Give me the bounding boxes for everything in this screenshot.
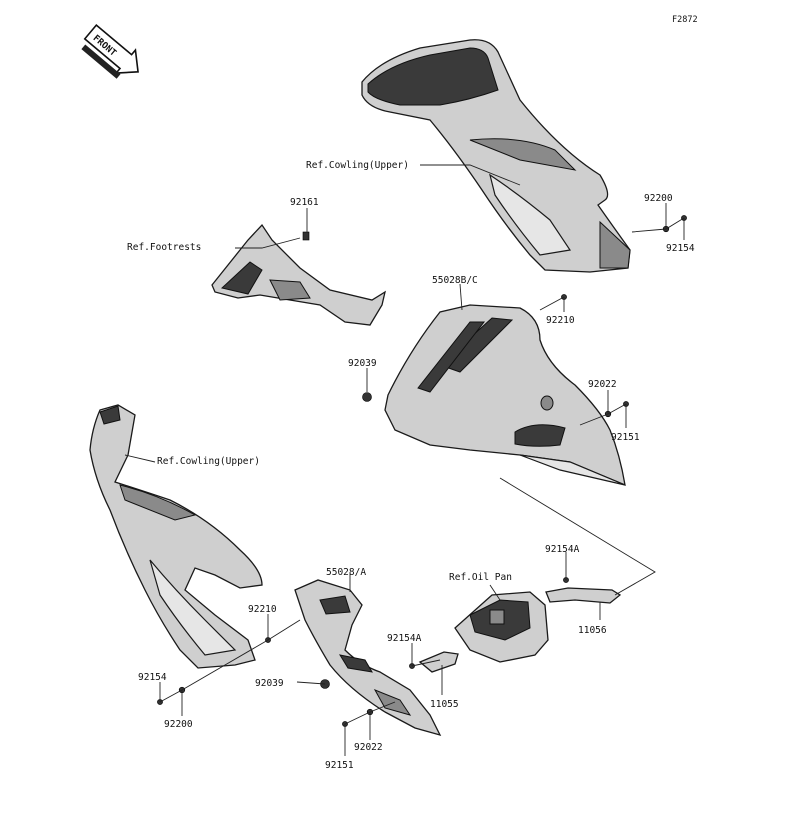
- label-92200-lower: 92200: [164, 719, 193, 730]
- label-92210-upper: 92210: [546, 315, 575, 326]
- lower-cowling-inner: [294, 579, 442, 737]
- oil-pan: [454, 591, 549, 663]
- leader-lines: [124, 164, 685, 756]
- front-arrow-icon: FRONT: [81, 23, 139, 79]
- label-55028a: 55028/A: [326, 567, 366, 578]
- label-ref-footrests: Ref.Footrests: [127, 242, 201, 253]
- label-11055: 11055: [430, 699, 459, 710]
- upper-cowling-right: [361, 39, 631, 273]
- label-11056: 11056: [578, 625, 607, 636]
- label-92154-lower: 92154: [138, 672, 167, 683]
- label-92161: 92161: [290, 197, 319, 208]
- footrest-bracket: [211, 223, 386, 326]
- label-55028bc: 55028B/C: [432, 275, 478, 286]
- label-92039-lower: 92039: [255, 678, 284, 689]
- label-92151-upper: 92151: [611, 432, 640, 443]
- bracket-11056: [545, 587, 622, 604]
- clip-92161: [302, 231, 310, 241]
- fasteners: [157, 215, 687, 727]
- label-ref-oil-pan: Ref.Oil Pan: [449, 572, 512, 583]
- label-92154a-upper: 92154A: [545, 544, 580, 555]
- label-92154a-lower: 92154A: [387, 633, 422, 644]
- label-92022-upper: 92022: [588, 379, 617, 390]
- label-92200-upper: 92200: [644, 193, 673, 204]
- label-ref-cowling-upper-bottom: Ref.Cowling(Upper): [157, 456, 260, 467]
- label-92151-lower: 92151: [325, 760, 354, 771]
- label-92210-lower: 92210: [248, 604, 277, 615]
- lower-cowling-right: [384, 304, 626, 487]
- label-92154-upper: 92154: [666, 243, 695, 254]
- nut-92039-upper: [362, 392, 372, 402]
- label-92039-upper: 92039: [348, 358, 377, 369]
- label-92022-lower: 92022: [354, 742, 383, 753]
- lower-cowling-left: [89, 404, 263, 669]
- bracket-11055: [418, 651, 459, 673]
- figure-code: F2872: [672, 15, 698, 25]
- label-ref-cowling-upper-top: Ref.Cowling(Upper): [306, 160, 409, 171]
- part-labels: Ref.Cowling(Upper) 92161 Ref.Footrests 9…: [127, 160, 695, 771]
